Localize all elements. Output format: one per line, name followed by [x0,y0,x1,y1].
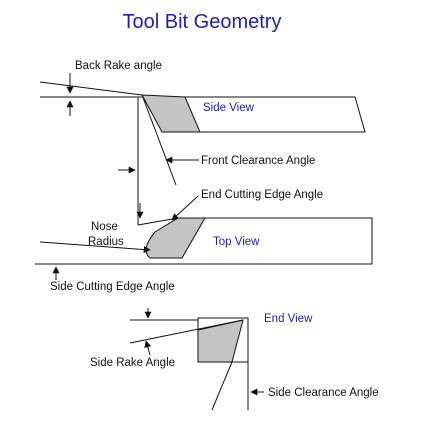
front-clearance-label: Front Clearance Angle [201,155,315,167]
side-view [39,73,366,225]
end-view-label: End View [264,313,313,325]
diagram-title: Tool Bit Geometry [123,11,282,33]
top-view-label: Top View [213,236,260,248]
side-rake-label: Side Rake Angle [90,357,175,369]
end-cutting-edge-label: End Cutting Edge Angle [201,189,323,201]
end-view [129,308,264,411]
side-view-label: Side View [203,102,255,114]
nose-radius-leader [39,241,151,254]
side-view-rake-face [141,94,201,133]
end-cutting-edge-line [137,217,179,226]
side-clearance-label: Side Clearance Angle [268,387,379,399]
end-cutting-edge-leader [171,195,199,221]
top-view-tip [145,217,206,259]
top-view [35,195,373,280]
side-view-shank [185,96,366,133]
nose-label: Nose [91,221,118,233]
side-cutting-edge-label: Side Cutting Edge Angle [50,281,175,293]
radius-label: Radius [88,236,124,248]
side-rake-leader [144,340,152,356]
front-clearance-line [141,94,177,186]
side-clearance-line [211,361,233,411]
back-rake-label: Back Rake angle [75,60,162,72]
side-rake-line [129,319,244,344]
end-view-rake-face [197,319,244,363]
back-rake-line [39,81,143,96]
top-view-shank [150,217,373,265]
